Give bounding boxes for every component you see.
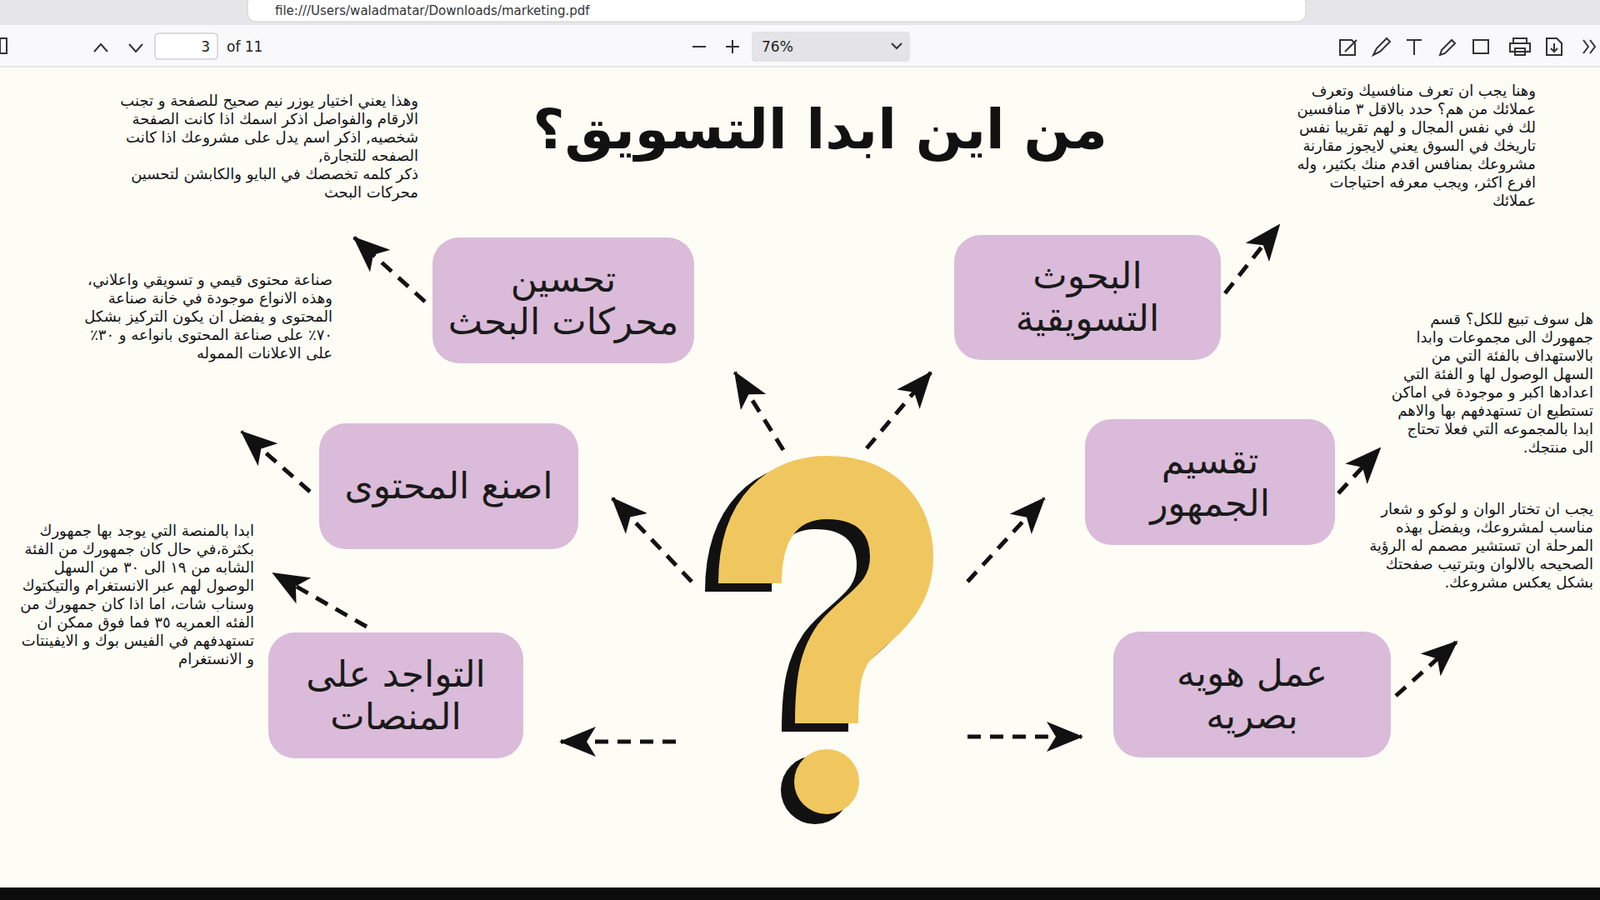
- dashed-arrow: [1338, 448, 1380, 494]
- tool-icons: [1340, 38, 1595, 55]
- page-number: 3: [158, 37, 210, 56]
- note-text: وهذا يعني اختيار يوزر نيم صحيح للصفحة و …: [90, 91, 419, 165]
- topic-box: التواجد على المنصات: [268, 632, 524, 759]
- prev-page-icon: [94, 44, 108, 52]
- topic-text: عمل هويه بصريه: [1125, 652, 1380, 737]
- topic-box: اصنع المحتوى: [319, 423, 579, 550]
- topic-text: تقسيم الجمهور: [1096, 440, 1324, 525]
- bottom-bar: [0, 887, 1600, 900]
- note-text: صناعة محتوى قيمي و تسويقي واعلاني، وهذه …: [79, 270, 333, 363]
- topic-box: تقسيم الجمهور: [1085, 419, 1335, 545]
- note-text: وهنا يجب ان تعرف منافسيك وتعرف عملائك من…: [1291, 81, 1536, 210]
- page-input: [155, 33, 218, 60]
- dashed-arrow: [560, 740, 676, 745]
- diagram-title: من اين ابدا التسويق؟: [403, 96, 1237, 163]
- toolbar: [0, 25, 1600, 67]
- dashed-arrows: [241, 225, 1457, 742]
- note-text: هل سوف تبيع للكل؟ قسم جمهورك الى مجموعات…: [1389, 310, 1594, 457]
- page-count: of 11: [226, 37, 302, 56]
- dashed-arrow: [273, 573, 367, 627]
- next-page-icon: [129, 44, 143, 52]
- zoom-in-icon: [725, 40, 740, 54]
- note-text-box: ابدا بالمنصة التي يوجد بها جمهورك بكثرة،…: [12, 521, 255, 669]
- url-text-box: file:///Users/waladmatar/Downloads/marke…: [275, 2, 1275, 20]
- topic-box: البحوث التسويقية: [954, 235, 1221, 360]
- sidebar-icon: [0, 38, 7, 54]
- dashed-arrow: [866, 372, 931, 449]
- zoom-out-icon: [692, 45, 706, 48]
- zoom-select: [751, 31, 910, 62]
- topic-text: التواجد على المنصات: [280, 653, 512, 738]
- dashed-arrow: [241, 431, 310, 492]
- note-text-box: يجب ان تختار الوان و لوكو و شعار مناسب ل…: [1368, 500, 1594, 592]
- toolbar-border: [0, 66, 1600, 68]
- dashed-arrow: [354, 237, 425, 302]
- page-count-box: of 11: [226, 37, 302, 56]
- dashed-arrow: [1395, 641, 1457, 696]
- dashed-arrow: [612, 498, 692, 582]
- topic-box: عمل هويه بصريه: [1113, 631, 1391, 758]
- note-text-box: وهنا يجب ان تعرف منافسيك وتعرف عملائك من…: [1291, 81, 1536, 210]
- topic-text: البحوث التسويقية: [965, 255, 1210, 340]
- question-mark: [738, 487, 902, 825]
- zoom-value-box: 76%: [761, 37, 862, 56]
- page-number-box: 3: [158, 37, 210, 56]
- url-text: file:///Users/waladmatar/Downloads/marke…: [275, 2, 1275, 20]
- note-text-box: صناعة محتوى قيمي و تسويقي واعلاني، وهذه …: [79, 270, 333, 363]
- dashed-arrow: [1225, 225, 1280, 294]
- zoom-chevron: [891, 43, 902, 49]
- topic-box: تحسين محركات البحث: [432, 237, 695, 364]
- topic-text: اصنع المحتوى: [330, 465, 567, 508]
- zoom-value: 76%: [761, 37, 862, 56]
- note-text: يجب ان تختار الوان و لوكو و شعار مناسب ل…: [1368, 500, 1594, 592]
- note-text-box: هل سوف تبيع للكل؟ قسم جمهورك الى مجموعات…: [1389, 310, 1594, 457]
- address-bar: [247, 0, 1306, 22]
- note-text: ابدا بالمنصة التي يوجد بها جمهورك بكثرة،…: [12, 521, 255, 669]
- dashed-arrow: [967, 498, 1045, 582]
- topic-text: تحسين محركات البحث: [444, 258, 683, 343]
- note-block: وهذا يعني اختيار يوزر نيم صحيح للصفحة و …: [90, 91, 419, 202]
- dashed-arrow: [967, 735, 1082, 740]
- note-text: ذكر كلمه تخصصك في البايو والكابشن لتحسين…: [90, 165, 419, 202]
- dashed-arrow: [735, 372, 784, 450]
